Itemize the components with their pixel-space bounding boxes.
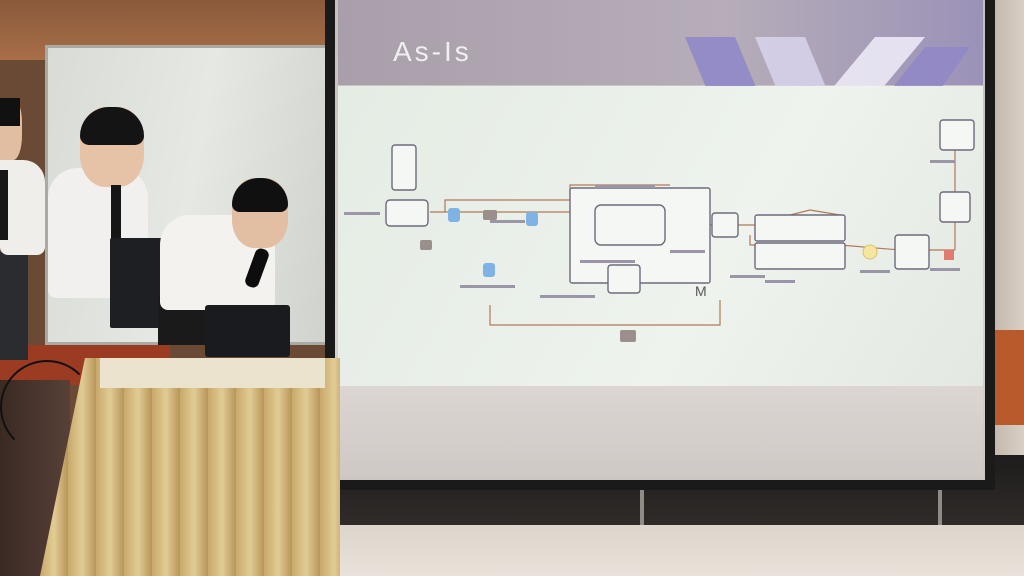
- user-icon: [391, 144, 417, 191]
- stage-seam: [640, 480, 644, 525]
- cable: [0, 360, 94, 454]
- student-presenter-hair: [232, 178, 288, 212]
- logo-shape: [685, 37, 970, 97]
- student-middle-hair: [80, 107, 144, 145]
- monitor: [110, 238, 165, 328]
- database-icon: [448, 208, 460, 222]
- student-left-tie: [0, 170, 8, 240]
- mail-icon: M: [695, 283, 707, 299]
- student-left-hair: [0, 98, 20, 126]
- monitor: [0, 252, 28, 360]
- user-icon: [607, 264, 641, 294]
- database-icon: [526, 212, 538, 226]
- stage-seam: [938, 480, 942, 525]
- database-icon: [483, 263, 495, 277]
- slide-bottom: [338, 386, 983, 476]
- user-icon: [894, 234, 930, 270]
- slide-title: As-Is: [393, 36, 472, 67]
- laptop: [205, 305, 290, 357]
- process-diagram: M: [344, 119, 975, 342]
- tablecloth-top: [100, 358, 325, 388]
- user-icon: [711, 212, 739, 238]
- student-middle-tie: [111, 185, 121, 255]
